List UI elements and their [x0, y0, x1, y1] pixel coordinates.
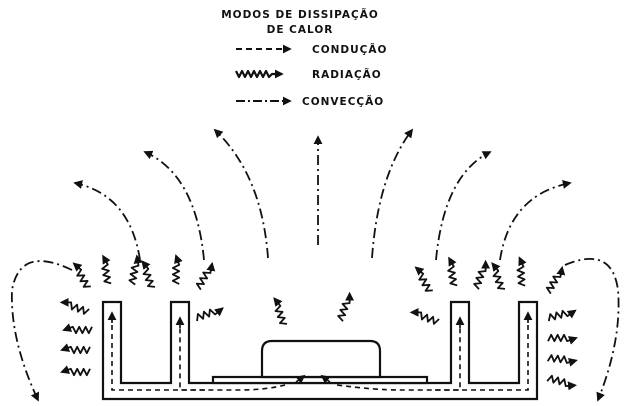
radiation-arrow-icon: [491, 262, 506, 290]
radiation-arrow-icon: [141, 260, 156, 288]
conduction-arrowheads: [107, 311, 533, 384]
convection-curves: [10, 128, 620, 402]
radiation-arrow-icon: [195, 261, 216, 291]
radiation-arrow-icon: [473, 259, 491, 290]
radiation-arrow-icon: [60, 343, 91, 355]
radiation-arrow-icon: [447, 256, 458, 287]
radiation-arrow-icon: [547, 309, 577, 322]
radiation-arrow-icon: [545, 265, 566, 295]
radiation-arrow-icon: [337, 291, 355, 322]
radiation-arrow-icon: [516, 256, 527, 287]
radiation-arrow-icon: [273, 297, 288, 325]
legend-label-radiation: RADIAÇÃO: [312, 68, 382, 81]
radiation-arrow-icon: [128, 254, 143, 286]
conduction-paths: [111, 320, 529, 391]
radiation-arrow-icon: [171, 254, 183, 285]
legend-title-line2: DE CALOR: [267, 24, 334, 36]
legend-label-conduction: CONDUÇÃO: [312, 43, 387, 56]
legend-item-conduction: CONDUÇÃO: [236, 43, 387, 56]
radiation-arrow-icon: [546, 374, 577, 391]
radiation-arrow-icon: [409, 307, 440, 325]
radiation-arrow-icon: [62, 323, 93, 335]
radiation-arrow-icon: [60, 365, 91, 377]
legend: MODOS DE DISSIPAÇÃO DE CALOR CONDUÇÃO RA…: [221, 8, 387, 108]
legend-item-convection: CONVECÇÃO: [236, 95, 384, 108]
legend-item-radiation: RADIAÇÃO: [235, 68, 382, 81]
zigzag-arrow-icon: [235, 69, 284, 79]
radiation-arrow-icon: [547, 333, 578, 345]
radiation-arrow-icon: [59, 297, 90, 315]
radiation-arrow-icon: [546, 354, 578, 367]
radiation-arrow-icon: [414, 266, 433, 292]
power-transistor-body: [260, 339, 382, 379]
radiation-arrow-icon: [72, 262, 91, 288]
radiation-arrows: [59, 254, 578, 391]
heatsink-outline: [101, 300, 539, 401]
legend-title-line1: MODOS DE DISSIPAÇÃO: [221, 8, 379, 21]
radiation-arrow-icon: [196, 307, 224, 322]
heatsink: [101, 300, 539, 401]
legend-label-convection: CONVECÇÃO: [302, 95, 384, 108]
radiation-arrow-icon: [101, 254, 112, 285]
